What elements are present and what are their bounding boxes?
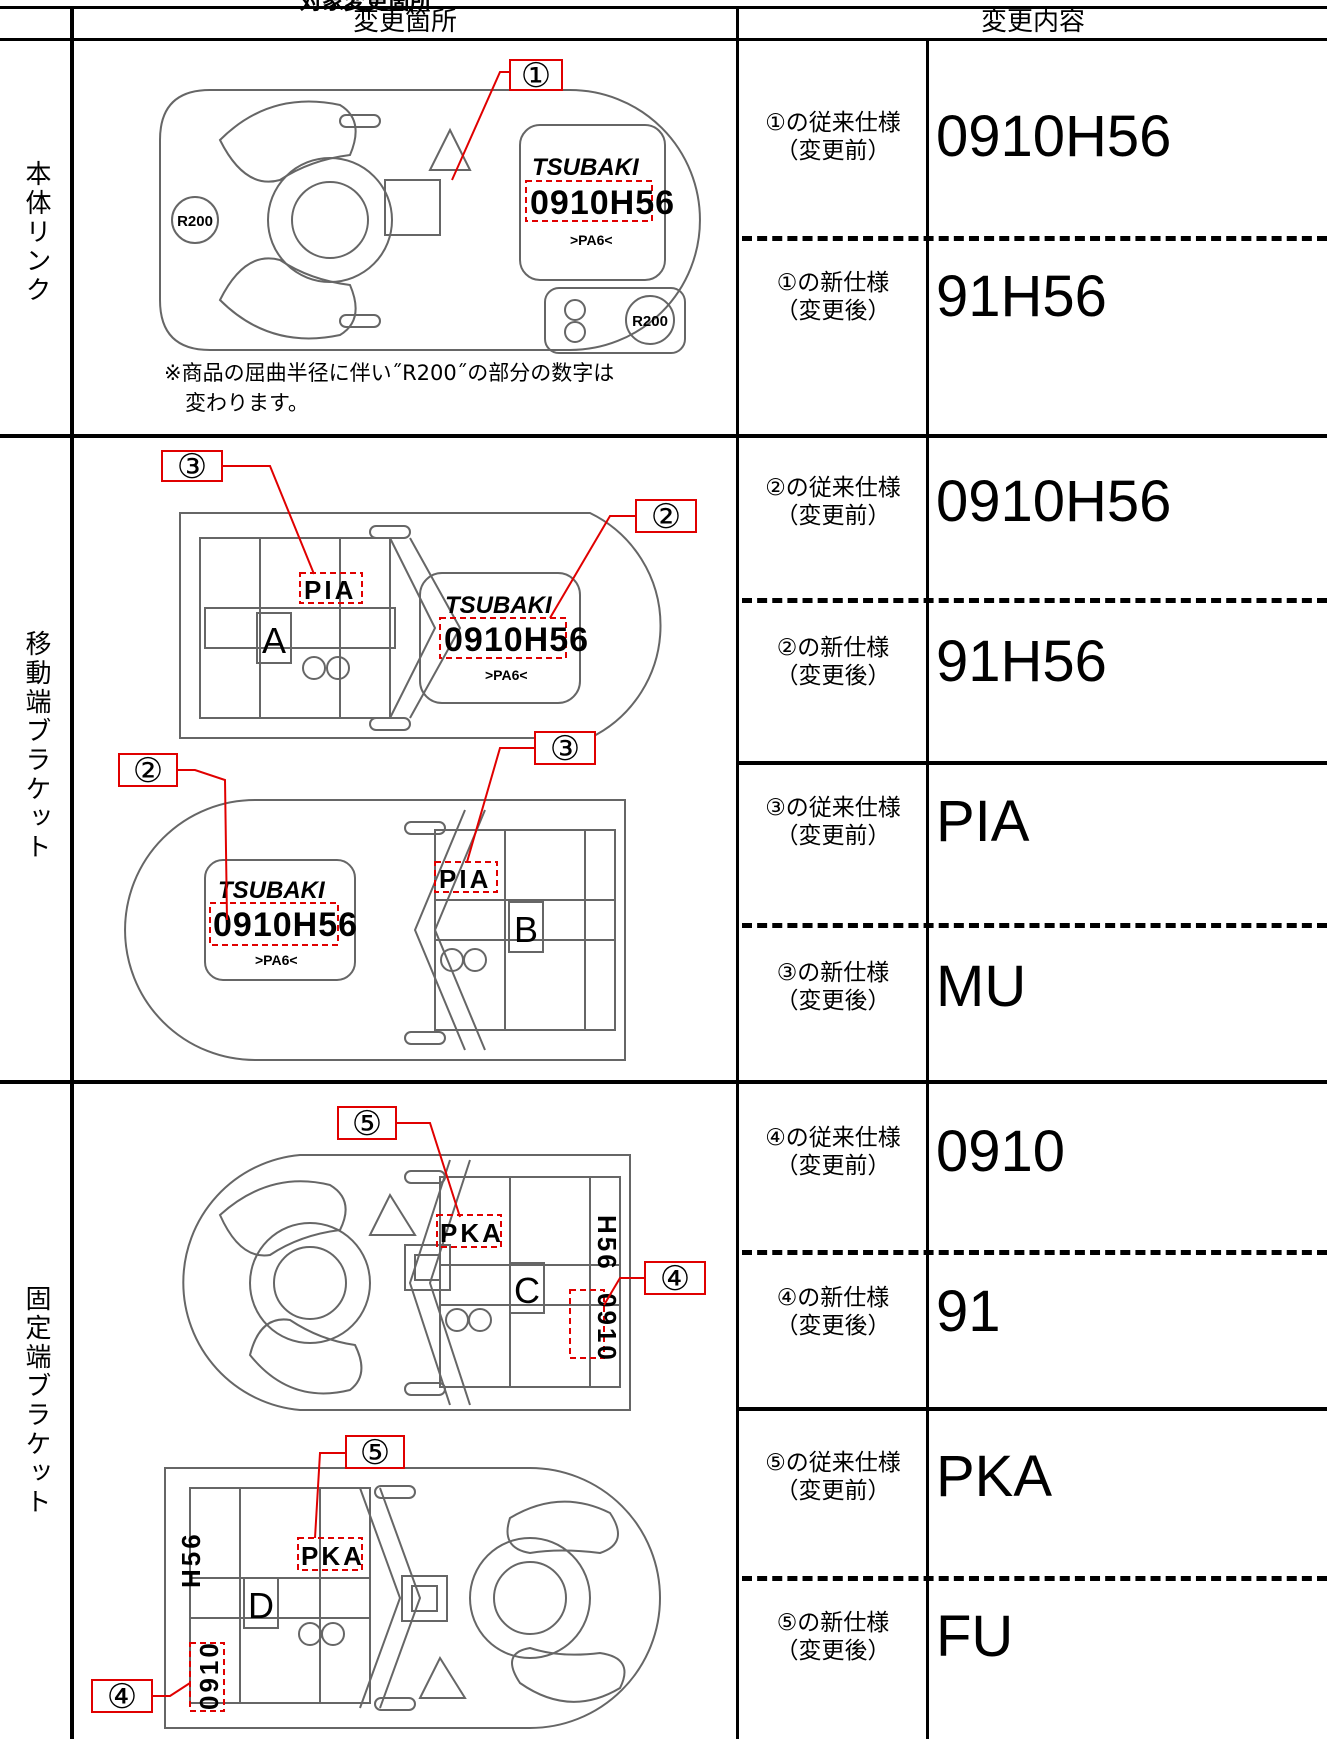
change-label-line1: ①の新仕様 [776,270,890,296]
h56-marking-c: H56 [592,1215,622,1272]
body-link-drawing: R200 TSUBAKI 0910H56 >PA6< R200 ① [159,57,701,354]
change-label-8: ④の新仕様（変更後） [738,1284,928,1340]
change-value-7: 0910 [936,1119,1066,1184]
change-value-3: 0910H56 [936,469,1172,534]
radius-note: ※商品の屈曲半径に伴い˝R200˝の部分の数字は 変わります。 [164,361,615,415]
pia-marking-a: PIA [304,575,356,605]
change-value-8: 91 [936,1279,1001,1344]
code-short-marking-c: 0910 [592,1293,622,1363]
fixed-bracket-d-drawing: H56 0910 PKA D ⑤ ④ [91,1434,661,1729]
change-value-4: 91H56 [936,629,1107,694]
change-label-line1: ④の新仕様 [776,1285,890,1311]
change-label-line2: （変更前） [775,823,891,849]
change-label-line2: （変更後） [775,298,891,324]
change-label-5: ③の従来仕様（変更前） [738,794,928,850]
section-title-moving-bracket: 移動端ブラケット [21,630,51,862]
mark-1: ① [521,57,551,95]
change-label-1: ①の従来仕様（変更前） [738,109,928,165]
mark-3-a: ③ [177,448,207,486]
mark-3-b: ③ [550,730,580,768]
logo-text-b: TSUBAKI [218,877,326,904]
mark-5-c: ⑤ [352,1105,382,1143]
change-value-9: PKA [936,1444,1053,1509]
header-content: 変更内容 [980,7,1085,37]
moving-bracket-b-drawing: TSUBAKI 0910H56 >PA6< PIA B ② ③ [118,730,626,1061]
change-value-6: MU [936,954,1027,1019]
change-label-line2: （変更前） [775,138,891,164]
section-title-body-link: 本体リンク [21,160,51,305]
material-marking: >PA6< [570,232,613,248]
change-label-line2: （変更後） [775,1313,891,1339]
mark-2-a: ② [651,498,681,536]
logo-text-a: TSUBAKI [445,592,553,619]
change-label-line1: ④の従来仕様 [765,1125,901,1151]
change-label-line1: ⑤の従来仕様 [765,1450,901,1476]
mark-4-d: ④ [107,1678,137,1716]
code-marking-a: 0910H56 [444,621,589,659]
change-label-3: ②の従来仕様（変更前） [738,474,928,530]
change-label-line2: （変更後） [775,1638,891,1664]
change-label-line1: ③の従来仕様 [765,795,901,821]
change-label-2: ①の新仕様（変更後） [738,269,928,325]
change-value-5: PIA [936,789,1030,854]
change-value-2: 91H56 [936,264,1107,329]
radius-label: R200 [177,213,213,230]
pia-marking-b: PIA [439,864,491,894]
radius-label-2: R200 [632,313,668,330]
change-label-line1: ②の従来仕様 [765,475,901,501]
change-label-line2: （変更後） [775,988,891,1014]
material-marking-b: >PA6< [255,952,298,968]
change-label-4: ②の新仕様（変更後） [738,634,928,690]
change-value-10: FU [936,1604,1014,1669]
change-label-7: ④の従来仕様（変更前） [738,1124,928,1180]
code-short-marking-d: 0910 [194,1640,224,1710]
change-label-line1: ③の新仕様 [776,960,890,986]
mark-2-b: ② [133,752,163,790]
code-marking-b: 0910H56 [213,906,358,944]
change-label-line1: ⑤の新仕様 [776,1610,890,1636]
change-label-6: ③の新仕様（変更後） [738,959,928,1015]
header-location: 変更箇所 [352,7,457,37]
change-label-line2: （変更後） [775,663,891,689]
change-label-line1: ①の従来仕様 [765,110,901,136]
h56-marking-d: H56 [176,1531,206,1588]
pka-marking-d: PKA [301,1541,365,1571]
change-label-10: ⑤の新仕様（変更後） [738,1609,928,1665]
bracket-letter-a: A [262,620,286,661]
pka-marking-c: PKA [440,1218,504,1248]
mark-4-c: ④ [660,1260,690,1298]
mark-5-d: ⑤ [360,1434,390,1472]
moving-bracket-a-drawing: A PIA TSUBAKI 0910H56 >PA6< ③ ② [161,448,697,739]
bracket-letter-b: B [514,909,538,950]
change-label-line2: （変更前） [775,1478,891,1504]
bracket-letter-c: C [514,1270,540,1311]
change-label-line2: （変更前） [775,1153,891,1179]
change-label-line1: ②の新仕様 [776,635,890,661]
change-value-1: 0910H56 [936,104,1172,169]
change-label-line2: （変更前） [775,503,891,529]
fixed-bracket-c-drawing: PKA C H56 0910 ⑤ ④ [182,1105,706,1411]
bracket-letter-d: D [248,1585,274,1626]
logo-text: TSUBAKI [532,154,640,181]
material-marking-a: >PA6< [485,667,528,683]
code-marking: 0910H56 [530,184,675,222]
section-title-fixed-bracket: 固定端ブラケット [21,1285,51,1517]
change-label-9: ⑤の従来仕様（変更前） [738,1449,928,1505]
